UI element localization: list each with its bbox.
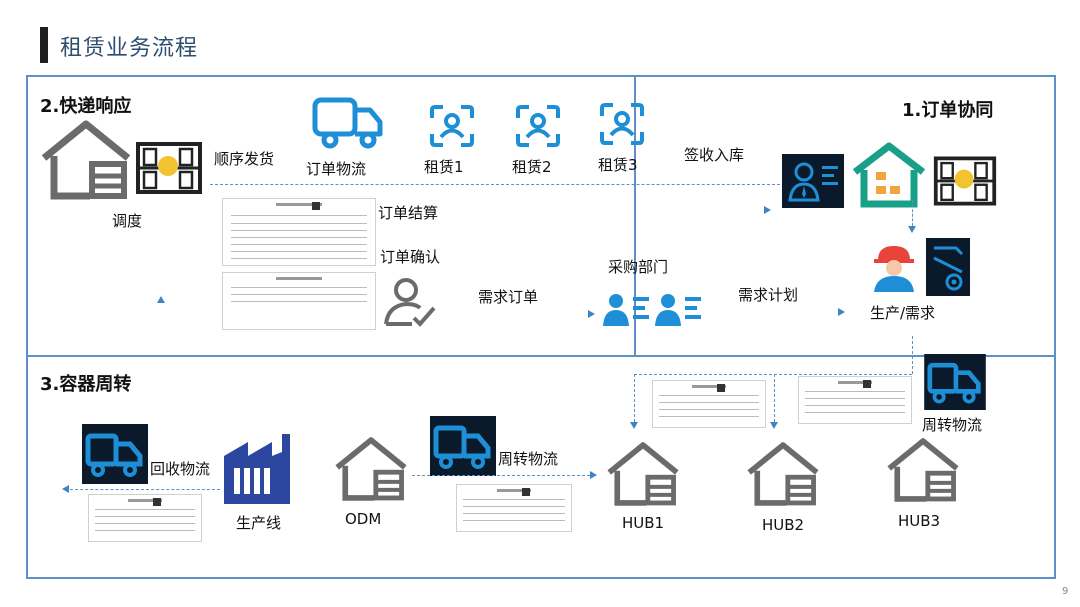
label-hub1: HUB1 <box>622 514 665 532</box>
label-return-logistics: 回收物流 <box>150 460 211 478</box>
page-number: 9 <box>1062 586 1069 597</box>
house-storage-icon <box>40 118 132 202</box>
hub-document <box>652 380 766 428</box>
delivery-truck-icon <box>82 424 148 484</box>
label-demand-plan: 需求计划 <box>738 286 799 304</box>
label-lease2: 租赁2 <box>512 158 552 176</box>
user-check-icon <box>382 276 438 328</box>
label-order-logistics: 订单物流 <box>306 160 367 178</box>
arrow-down-hub1 <box>630 422 638 429</box>
face-scan-icon <box>514 104 562 148</box>
page-title: 租赁业务流程 <box>60 36 199 61</box>
section-title-container: 3.容器周转 <box>40 374 132 395</box>
face-scan-icon <box>598 102 646 146</box>
house-storage-icon <box>334 434 408 504</box>
label-odm: ODM <box>345 510 382 528</box>
section-title-order: 1.订单协同 <box>902 100 994 121</box>
house-storage-icon <box>852 142 926 208</box>
flow-line-hub1 <box>634 374 635 422</box>
task-gear-icon <box>926 238 970 296</box>
arrow-down-hub2 <box>770 422 778 429</box>
arrow-to-procurement <box>588 310 595 318</box>
house-storage-icon <box>606 440 680 508</box>
flow-line-delivery <box>210 184 780 185</box>
arrow-down-receiving <box>908 226 916 233</box>
label-dispatch: 调度 <box>112 212 143 230</box>
users-list-icon <box>654 292 704 330</box>
confirm-document <box>222 272 376 330</box>
turnover-document <box>456 484 572 532</box>
label-sequential-delivery: 顺序发货 <box>214 150 275 168</box>
warehouse-shelf-icon <box>134 140 204 196</box>
delivery-truck-icon <box>430 416 496 476</box>
title-bar <box>40 27 48 63</box>
label-production-demand: 生产/需求 <box>870 304 936 322</box>
warehouse-shelf-icon <box>932 154 998 208</box>
container-panel <box>26 355 1056 579</box>
worker-helmet-icon <box>868 240 920 292</box>
arrow-return <box>62 485 69 493</box>
label-lease1: 租赁1 <box>424 158 464 176</box>
flow-line-return <box>70 489 220 490</box>
flow-line-production-down <box>912 336 913 374</box>
flow-line-turnover <box>412 475 590 476</box>
face-scan-icon <box>428 104 476 148</box>
flow-line-hub2 <box>774 374 775 422</box>
label-lease3: 租赁3 <box>598 156 638 174</box>
hub-document <box>798 376 912 424</box>
users-list-icon <box>602 292 652 330</box>
label-hub3: HUB3 <box>898 512 941 530</box>
label-procurement: 采购部门 <box>608 258 669 276</box>
employee-badge-icon <box>782 154 844 208</box>
label-turnover-logistics-right: 周转物流 <box>922 416 983 434</box>
house-storage-icon <box>746 440 820 508</box>
arrow-up-dispatch <box>157 296 165 303</box>
return-document <box>88 494 202 542</box>
flow-line-distribution <box>634 374 912 375</box>
flow-line-receiving-down <box>912 200 913 226</box>
delivery-truck-icon <box>922 354 988 410</box>
label-hub2: HUB2 <box>762 516 805 534</box>
arrow-to-receiving <box>764 206 771 214</box>
settlement-document <box>222 198 376 266</box>
label-order-confirm: 订单确认 <box>380 248 441 266</box>
delivery-truck-icon <box>312 96 384 150</box>
arrow-to-hub1 <box>590 471 597 479</box>
house-storage-icon <box>886 436 960 504</box>
label-production-line: 生产线 <box>236 514 282 532</box>
factory-icon <box>224 432 306 504</box>
label-order-settlement: 订单结算 <box>378 204 439 222</box>
label-turnover-logistics-mid: 周转物流 <box>498 450 559 468</box>
arrow-to-production <box>838 308 845 316</box>
section-title-express: 2.快递响应 <box>40 96 132 117</box>
label-demand-order: 需求订单 <box>478 288 539 306</box>
label-receive-storage: 签收入库 <box>684 146 745 164</box>
